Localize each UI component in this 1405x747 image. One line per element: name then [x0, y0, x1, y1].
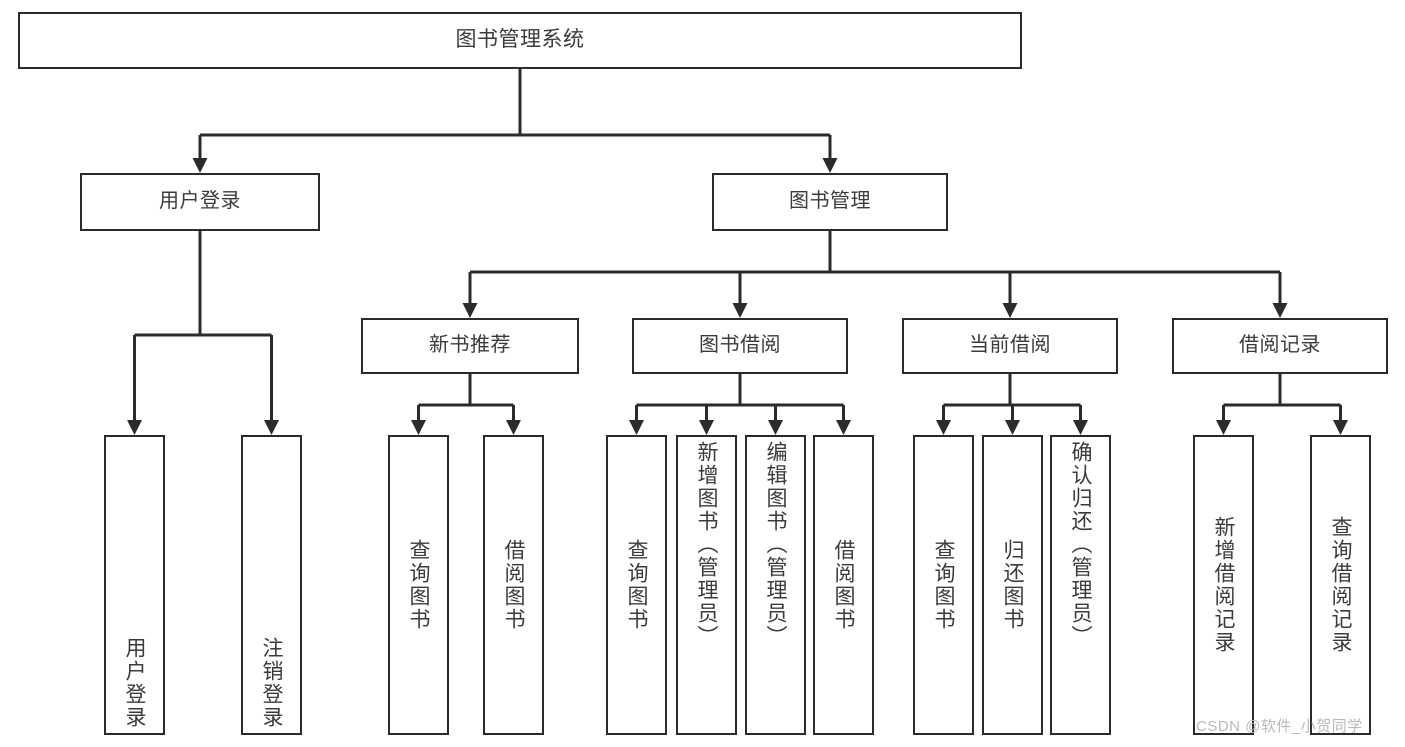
node-label: 用户登录	[123, 637, 146, 729]
node-label: 新书推荐	[429, 334, 511, 357]
node-leaf-7[interactable]: 借阅图书	[813, 435, 874, 735]
node-leaf-2[interactable]: 查询图书	[388, 435, 449, 735]
node-label: 新增借阅记录	[1212, 516, 1235, 654]
node-label: 查询借阅记录	[1329, 516, 1352, 654]
node-label: 查询图书	[625, 539, 648, 631]
node-label: 借阅图书	[832, 539, 855, 631]
node-label: 借阅图书	[502, 539, 525, 631]
node-leaf-12[interactable]: 查询借阅记录	[1310, 435, 1371, 735]
node-label: 归还图书	[1001, 539, 1024, 631]
node-leaf-9[interactable]: 归还图书	[982, 435, 1043, 735]
node-label: 新增图书（管理员）	[695, 441, 718, 648]
node-label: 图书借阅	[699, 334, 781, 357]
node-label: 查询图书	[932, 539, 955, 631]
node-branch-3[interactable]: 图书借阅	[632, 318, 848, 374]
node-leaf-10[interactable]: 确认归还（管理员）	[1050, 435, 1111, 735]
node-leaf-6[interactable]: 编辑图书（管理员）	[745, 435, 806, 735]
node-label: 图书管理系统	[455, 28, 585, 52]
node-branch-1[interactable]: 图书管理	[712, 173, 948, 231]
node-label: 确认归还（管理员）	[1069, 441, 1092, 648]
node-label: 当前借阅	[969, 334, 1051, 357]
node-branch-5[interactable]: 借阅记录	[1172, 318, 1388, 374]
node-leaf-5[interactable]: 新增图书（管理员）	[676, 435, 737, 735]
watermark-text: CSDN @软件_小贺同学	[1196, 718, 1363, 735]
node-label: 注销登录	[260, 637, 283, 729]
node-leaf-0[interactable]: 用户登录	[104, 435, 165, 735]
node-label: 用户登录	[159, 190, 241, 213]
node-leaf-8[interactable]: 查询图书	[913, 435, 974, 735]
node-branch-0[interactable]: 用户登录	[80, 173, 320, 231]
node-leaf-11[interactable]: 新增借阅记录	[1193, 435, 1254, 735]
node-leaf-3[interactable]: 借阅图书	[483, 435, 544, 735]
node-label: 借阅记录	[1239, 334, 1321, 357]
node-label: 查询图书	[407, 539, 430, 631]
node-branch-4[interactable]: 当前借阅	[902, 318, 1118, 374]
node-branch-2[interactable]: 新书推荐	[361, 318, 579, 374]
node-leaf-1[interactable]: 注销登录	[241, 435, 302, 735]
node-label: 编辑图书（管理员）	[764, 441, 787, 648]
node-label: 图书管理	[789, 190, 871, 213]
node-leaf-4[interactable]: 查询图书	[606, 435, 667, 735]
node-root-0[interactable]: 图书管理系统	[18, 12, 1022, 69]
